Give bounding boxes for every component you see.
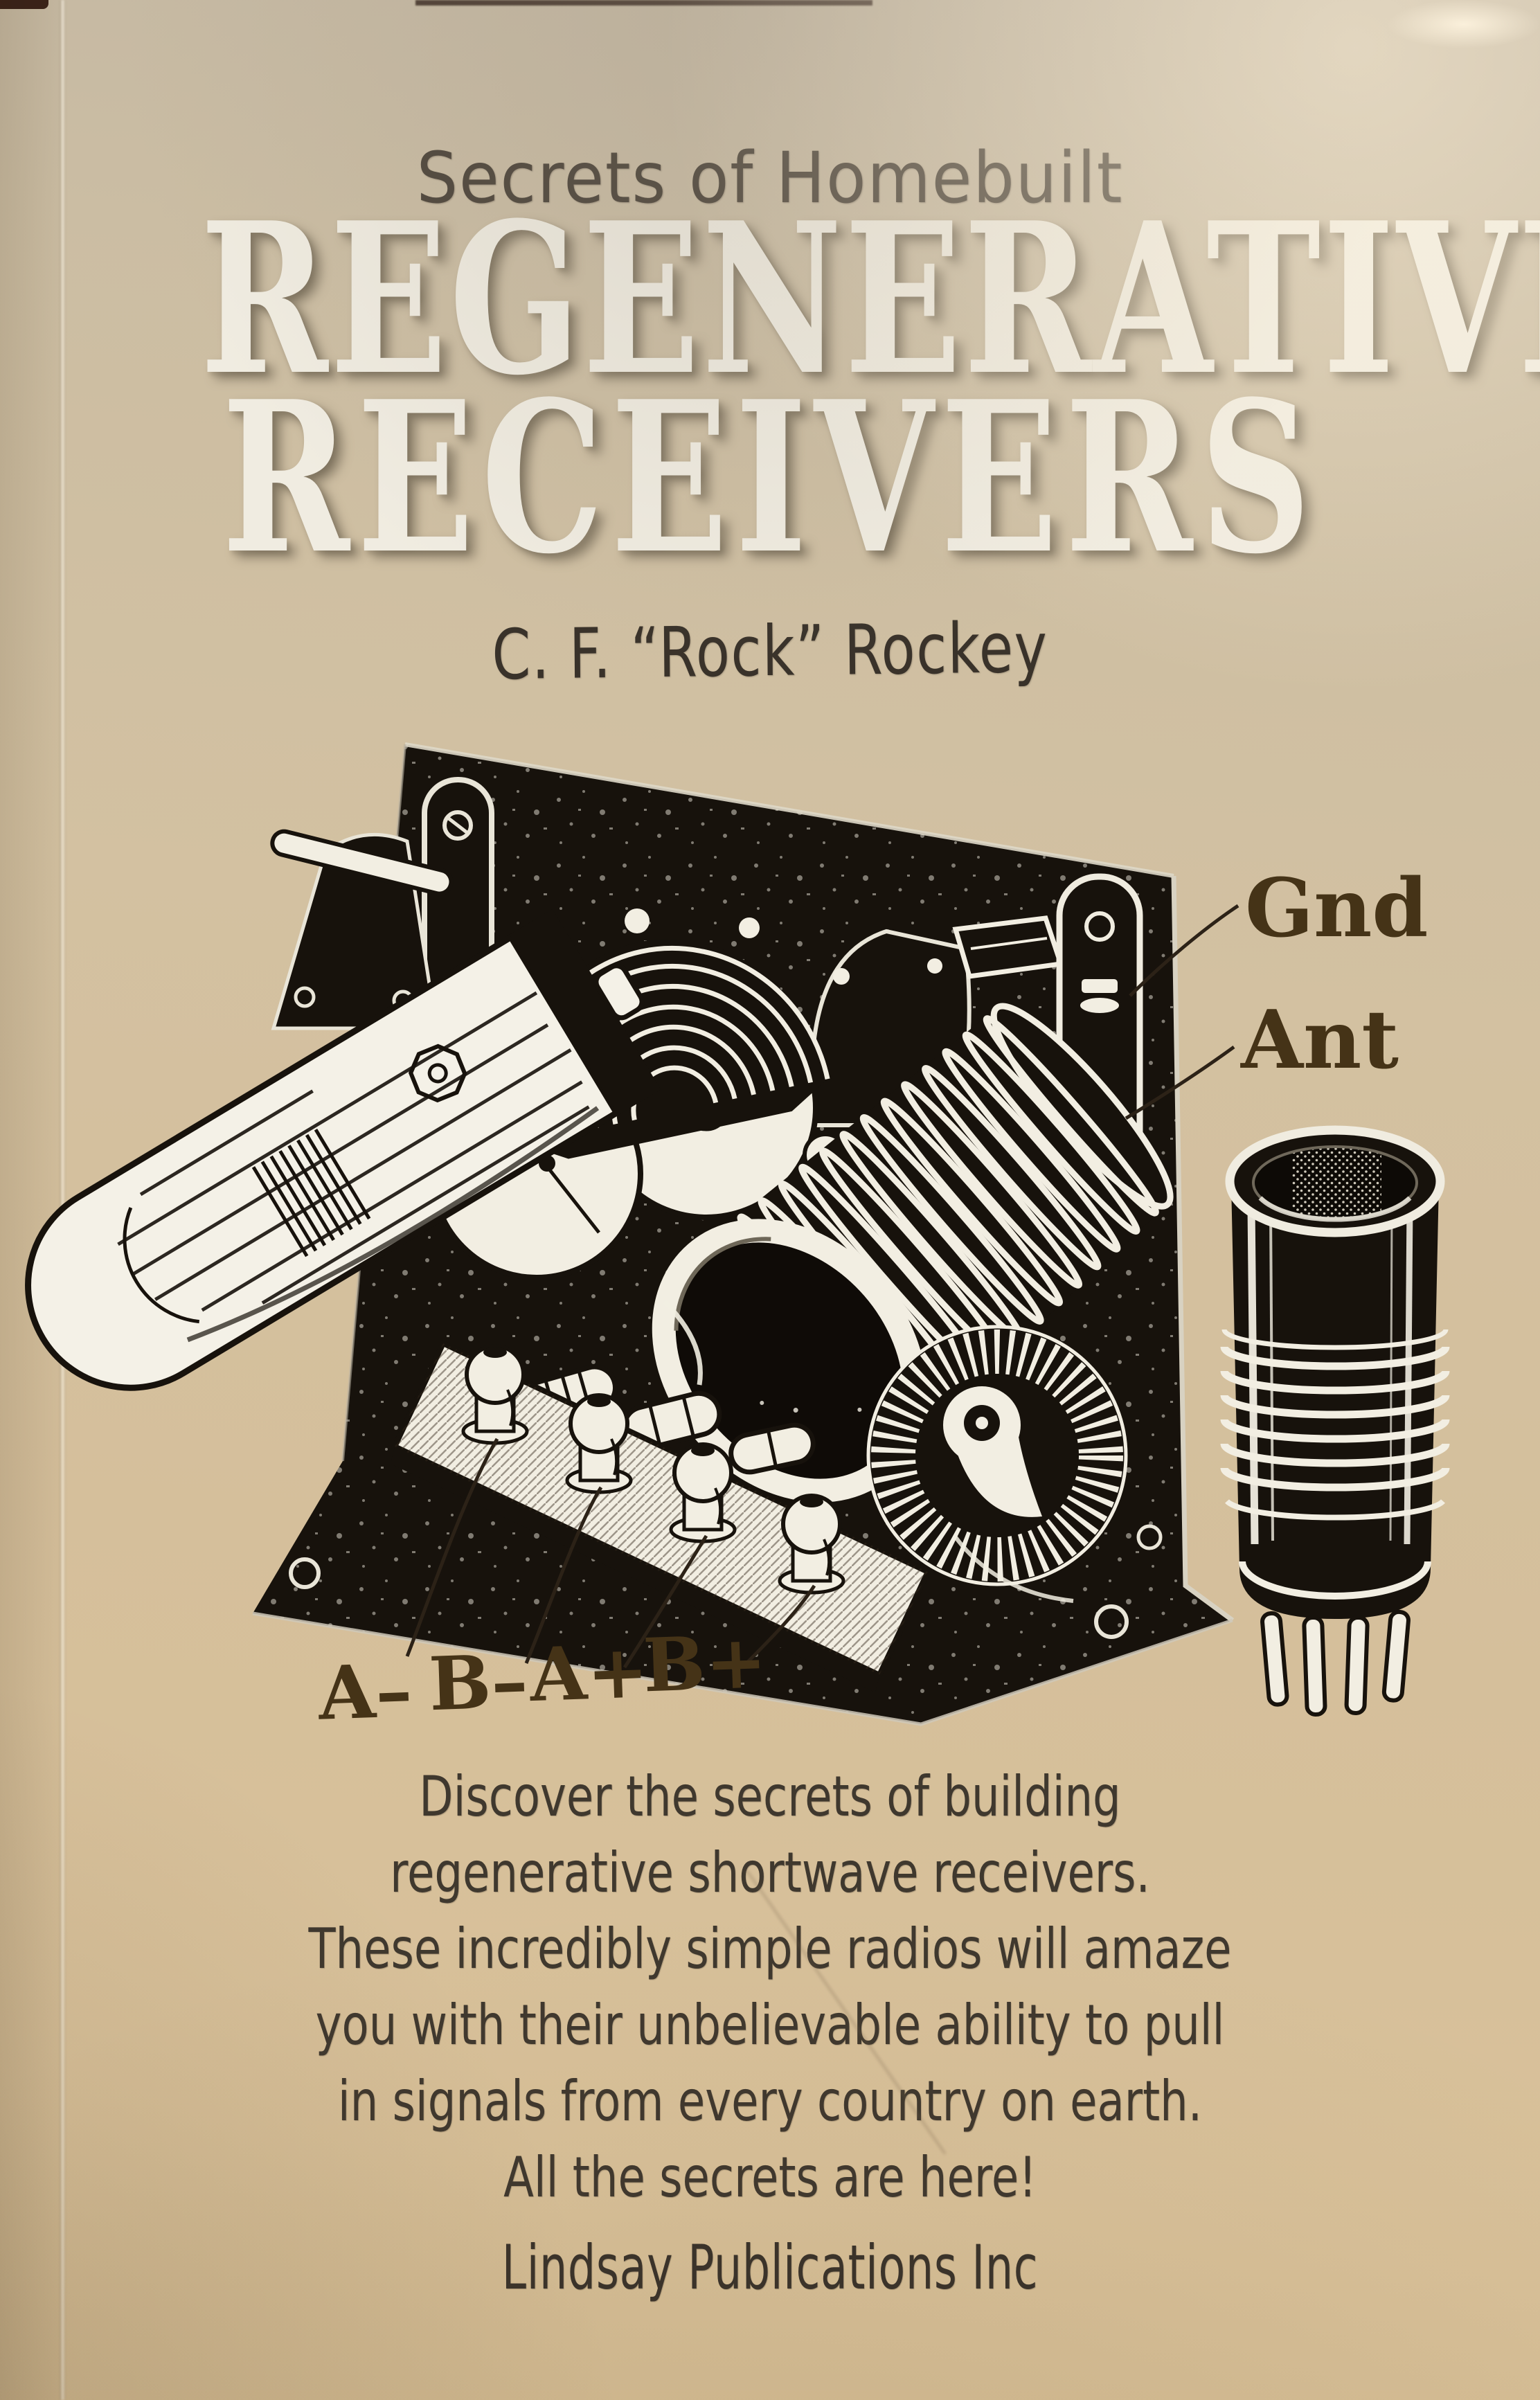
label-ant: Ant — [1240, 993, 1399, 1087]
blurb-line: regenerative shortwave receivers. — [390, 1841, 1150, 1905]
blurb-line: These incredibly simple radios will amaz… — [308, 1917, 1232, 1981]
label-a-minus: A– — [316, 1647, 414, 1737]
photo-glare — [1388, 0, 1540, 48]
tuning-dial — [866, 1325, 1128, 1586]
switch-block — [952, 915, 1064, 979]
back-cover-blurb: Discover the secrets of building regener… — [154, 1759, 1386, 2216]
spine-shadow — [0, 0, 61, 2400]
label-b-plus: B+ — [642, 1618, 769, 1708]
background-sliver-left — [0, 0, 48, 9]
author-name: C. F. “Rock” Rockey — [491, 607, 1049, 696]
blurb-line: in signals from every country on earth. — [337, 2069, 1203, 2133]
terminal-lug — [739, 917, 760, 938]
publisher-name: Lindsay Publications Inc — [501, 2232, 1039, 2303]
label-gnd: Gnd — [1245, 861, 1429, 956]
blurb-line: you with their unbelievable ability to p… — [315, 1993, 1225, 2057]
terminal-lug — [625, 908, 650, 933]
background-sliver-top — [415, 0, 872, 6]
label-b-minus: B– — [427, 1637, 529, 1727]
blurb-line: All the secrets are here! — [503, 2145, 1037, 2210]
label-a-plus: A+ — [528, 1627, 650, 1718]
plug-in-coil-form — [1220, 1125, 1450, 1717]
title-line-2: RECEIVERS — [222, 355, 1318, 600]
radio-breadboard-illustration: Gnd Ant A– B– A+ B+ — [25, 742, 1450, 1737]
spine-crease — [60, 0, 66, 2400]
blurb-line: Discover the secrets of building — [419, 1764, 1121, 1829]
